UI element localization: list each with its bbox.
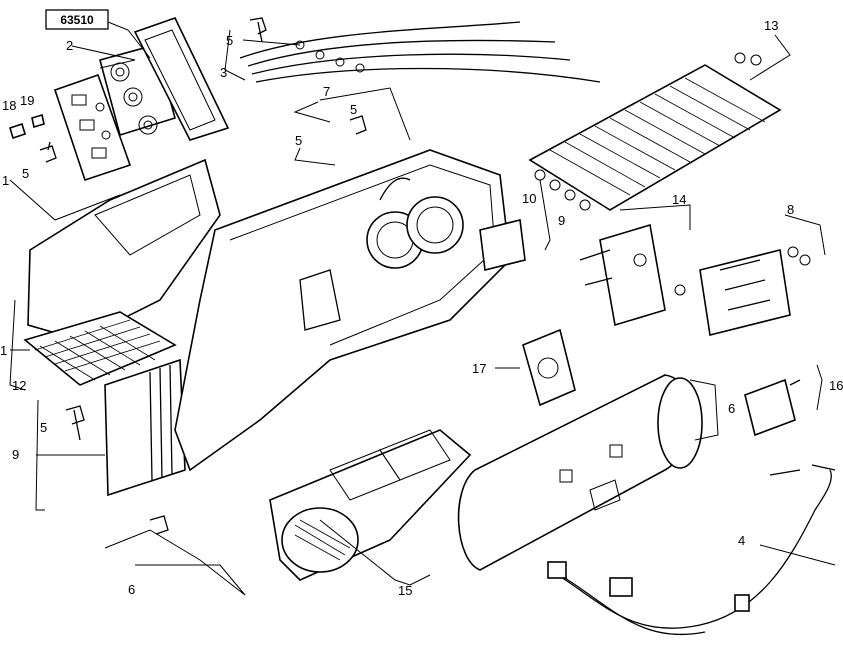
callout-17: 17: [472, 361, 486, 376]
resistor-block: [479, 219, 526, 271]
drawing-code-box: 63510: [45, 9, 109, 30]
drawing-code: 63510: [60, 13, 94, 27]
relay-switch: [744, 378, 801, 437]
callout-6-right: 6: [728, 401, 735, 416]
small-fittings: [9, 113, 45, 140]
callout-14: 14: [672, 192, 686, 207]
callout-5-left: 5: [22, 166, 29, 181]
callout-7: 7: [323, 84, 330, 99]
main-housing: [174, 149, 511, 472]
callout-5-middle: 5: [350, 102, 357, 117]
clip-middle: [349, 115, 367, 135]
callout-15: 15: [398, 583, 412, 598]
clip-top: [249, 17, 267, 43]
callout-5-lower: 5: [40, 420, 47, 435]
callout-1-lower: 1: [0, 343, 7, 358]
callout-16: 16: [829, 378, 843, 393]
callout-4: 4: [738, 533, 745, 548]
wiring-harness: [547, 464, 836, 636]
callout-5-top: 5: [226, 33, 233, 48]
air-filter: [23, 311, 177, 386]
callout-12: 12: [12, 378, 26, 393]
callout-9-right: 9: [558, 213, 565, 228]
water-valve: [579, 223, 686, 327]
air-duct: [27, 158, 221, 341]
callout-labels: 2 3 5 7 5 5 18 19 1 5 1 12 5 9 6 15 17 1…: [0, 18, 843, 598]
callout-1: 1: [2, 173, 9, 188]
callout-3: 3: [220, 65, 227, 80]
cylinder-housing: [457, 374, 703, 571]
callout-5-housing: 5: [295, 133, 302, 148]
switch-panel: [53, 73, 132, 182]
heater-pipes: [699, 246, 811, 336]
heater-radiator: [528, 52, 782, 211]
callout-19: 19: [20, 93, 34, 108]
callout-8: 8: [787, 202, 794, 217]
callout-13: 13: [764, 18, 778, 33]
actuator-motor: [522, 328, 576, 407]
callout-6-bottom: 6: [128, 582, 135, 597]
clip-lower-left: [65, 405, 85, 441]
clip-bottom: [149, 515, 169, 535]
evaporator-core: [104, 358, 186, 497]
callout-10: 10: [522, 191, 536, 206]
clip-upper-left: [39, 141, 57, 163]
blower-assembly: [269, 429, 472, 581]
leader-lines: [9, 21, 836, 596]
callout-18: 18: [2, 98, 16, 113]
callout-9-left: 9: [12, 447, 19, 462]
control-panel: [99, 17, 230, 141]
callout-2: 2: [66, 38, 73, 53]
control-cables: [239, 21, 601, 83]
